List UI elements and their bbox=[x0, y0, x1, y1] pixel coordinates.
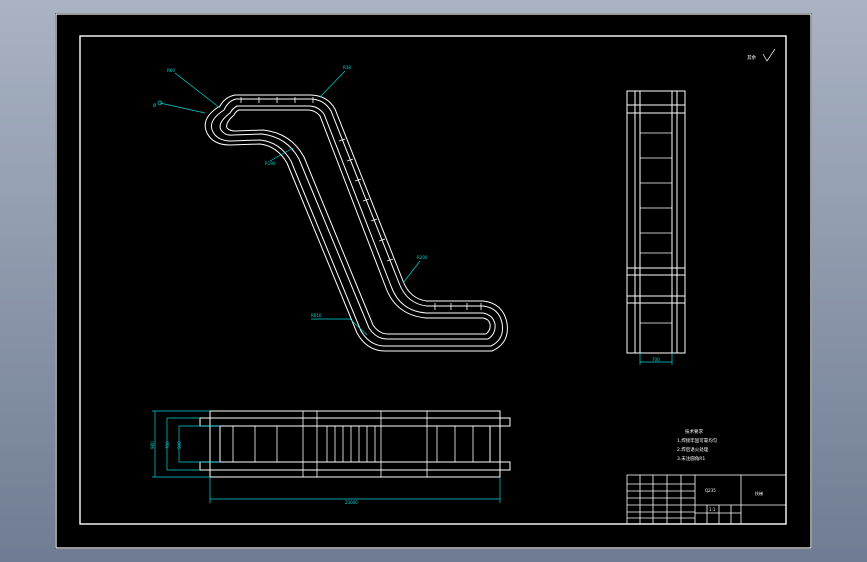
front-view bbox=[626, 90, 686, 354]
label-hole: Ø bbox=[153, 103, 156, 108]
tech-requirement-2: 2.焊后退火处理 bbox=[677, 446, 709, 453]
bottom-view-top-rail bbox=[199, 417, 511, 427]
truss-inner-outline-2 bbox=[226, 109, 491, 335]
front-view-dimension bbox=[639, 353, 673, 365]
title-block-drawing-name: 扶梯 bbox=[755, 490, 763, 496]
bottom-view-body bbox=[209, 410, 501, 478]
front-view-track bbox=[639, 90, 673, 354]
bottom-view-bottom-rail bbox=[199, 461, 511, 471]
label-top-left-radius: R60 bbox=[167, 68, 175, 73]
side-view-dimensions bbox=[157, 70, 421, 336]
bottom-view bbox=[199, 410, 511, 478]
label-bottom-height-inner: 700 bbox=[165, 441, 170, 449]
bottom-view-steps bbox=[232, 411, 474, 477]
title-block-material: Q235 bbox=[705, 488, 716, 493]
label-bottom-left: R810 bbox=[311, 313, 322, 318]
truss-inner-outline bbox=[219, 105, 496, 340]
side-view bbox=[204, 94, 508, 352]
label-top-right: R38 bbox=[343, 65, 351, 70]
bottom-view-inner bbox=[219, 425, 491, 463]
front-view-rungs bbox=[640, 132, 672, 324]
sheet-inner-border bbox=[79, 35, 787, 525]
tech-requirements: 技术要求 1.焊接牢固可靠均匀 2.焊后退火处理 3.未注圆角R1 bbox=[677, 428, 718, 462]
front-view-inner bbox=[634, 90, 678, 354]
label-front-width: 700 bbox=[652, 357, 660, 362]
step-marks-incline bbox=[338, 138, 394, 262]
cad-drawing-canvas: R60 Ø R38 R190 R200 R810 700 bbox=[55, 13, 812, 549]
truss-outer-outline-2 bbox=[210, 98, 503, 347]
label-inner-radius: R190 bbox=[265, 161, 276, 166]
truss-outer-outline bbox=[204, 94, 508, 352]
step-marks-top bbox=[240, 97, 314, 103]
front-view-outer bbox=[626, 90, 686, 354]
sheet-outer-border bbox=[55, 13, 812, 549]
label-bottom-right: R200 bbox=[417, 255, 428, 260]
title-block-frame bbox=[626, 474, 787, 525]
roughness-symbol bbox=[762, 48, 776, 62]
step-marks-bottom bbox=[434, 303, 482, 310]
title-block-scale: 1:1 bbox=[709, 507, 716, 512]
bottom-view-dimensions bbox=[152, 410, 501, 503]
tech-requirement-3: 3.未注圆角R1 bbox=[677, 455, 705, 462]
label-bottom-length: 23000 bbox=[345, 500, 358, 505]
cad-viewport[interactable]: R60 Ø R38 R190 R200 R810 700 bbox=[55, 13, 812, 549]
surface-roughness-note: 其余 bbox=[747, 54, 756, 61]
tech-requirements-title: 技术要求 bbox=[685, 428, 703, 435]
title-block bbox=[626, 474, 787, 525]
label-bottom-height-outer: 980 bbox=[150, 441, 155, 449]
tech-requirement-1: 1.焊接牢固可靠均匀 bbox=[677, 437, 718, 444]
label-bottom-height-mid: 500 bbox=[177, 441, 182, 449]
